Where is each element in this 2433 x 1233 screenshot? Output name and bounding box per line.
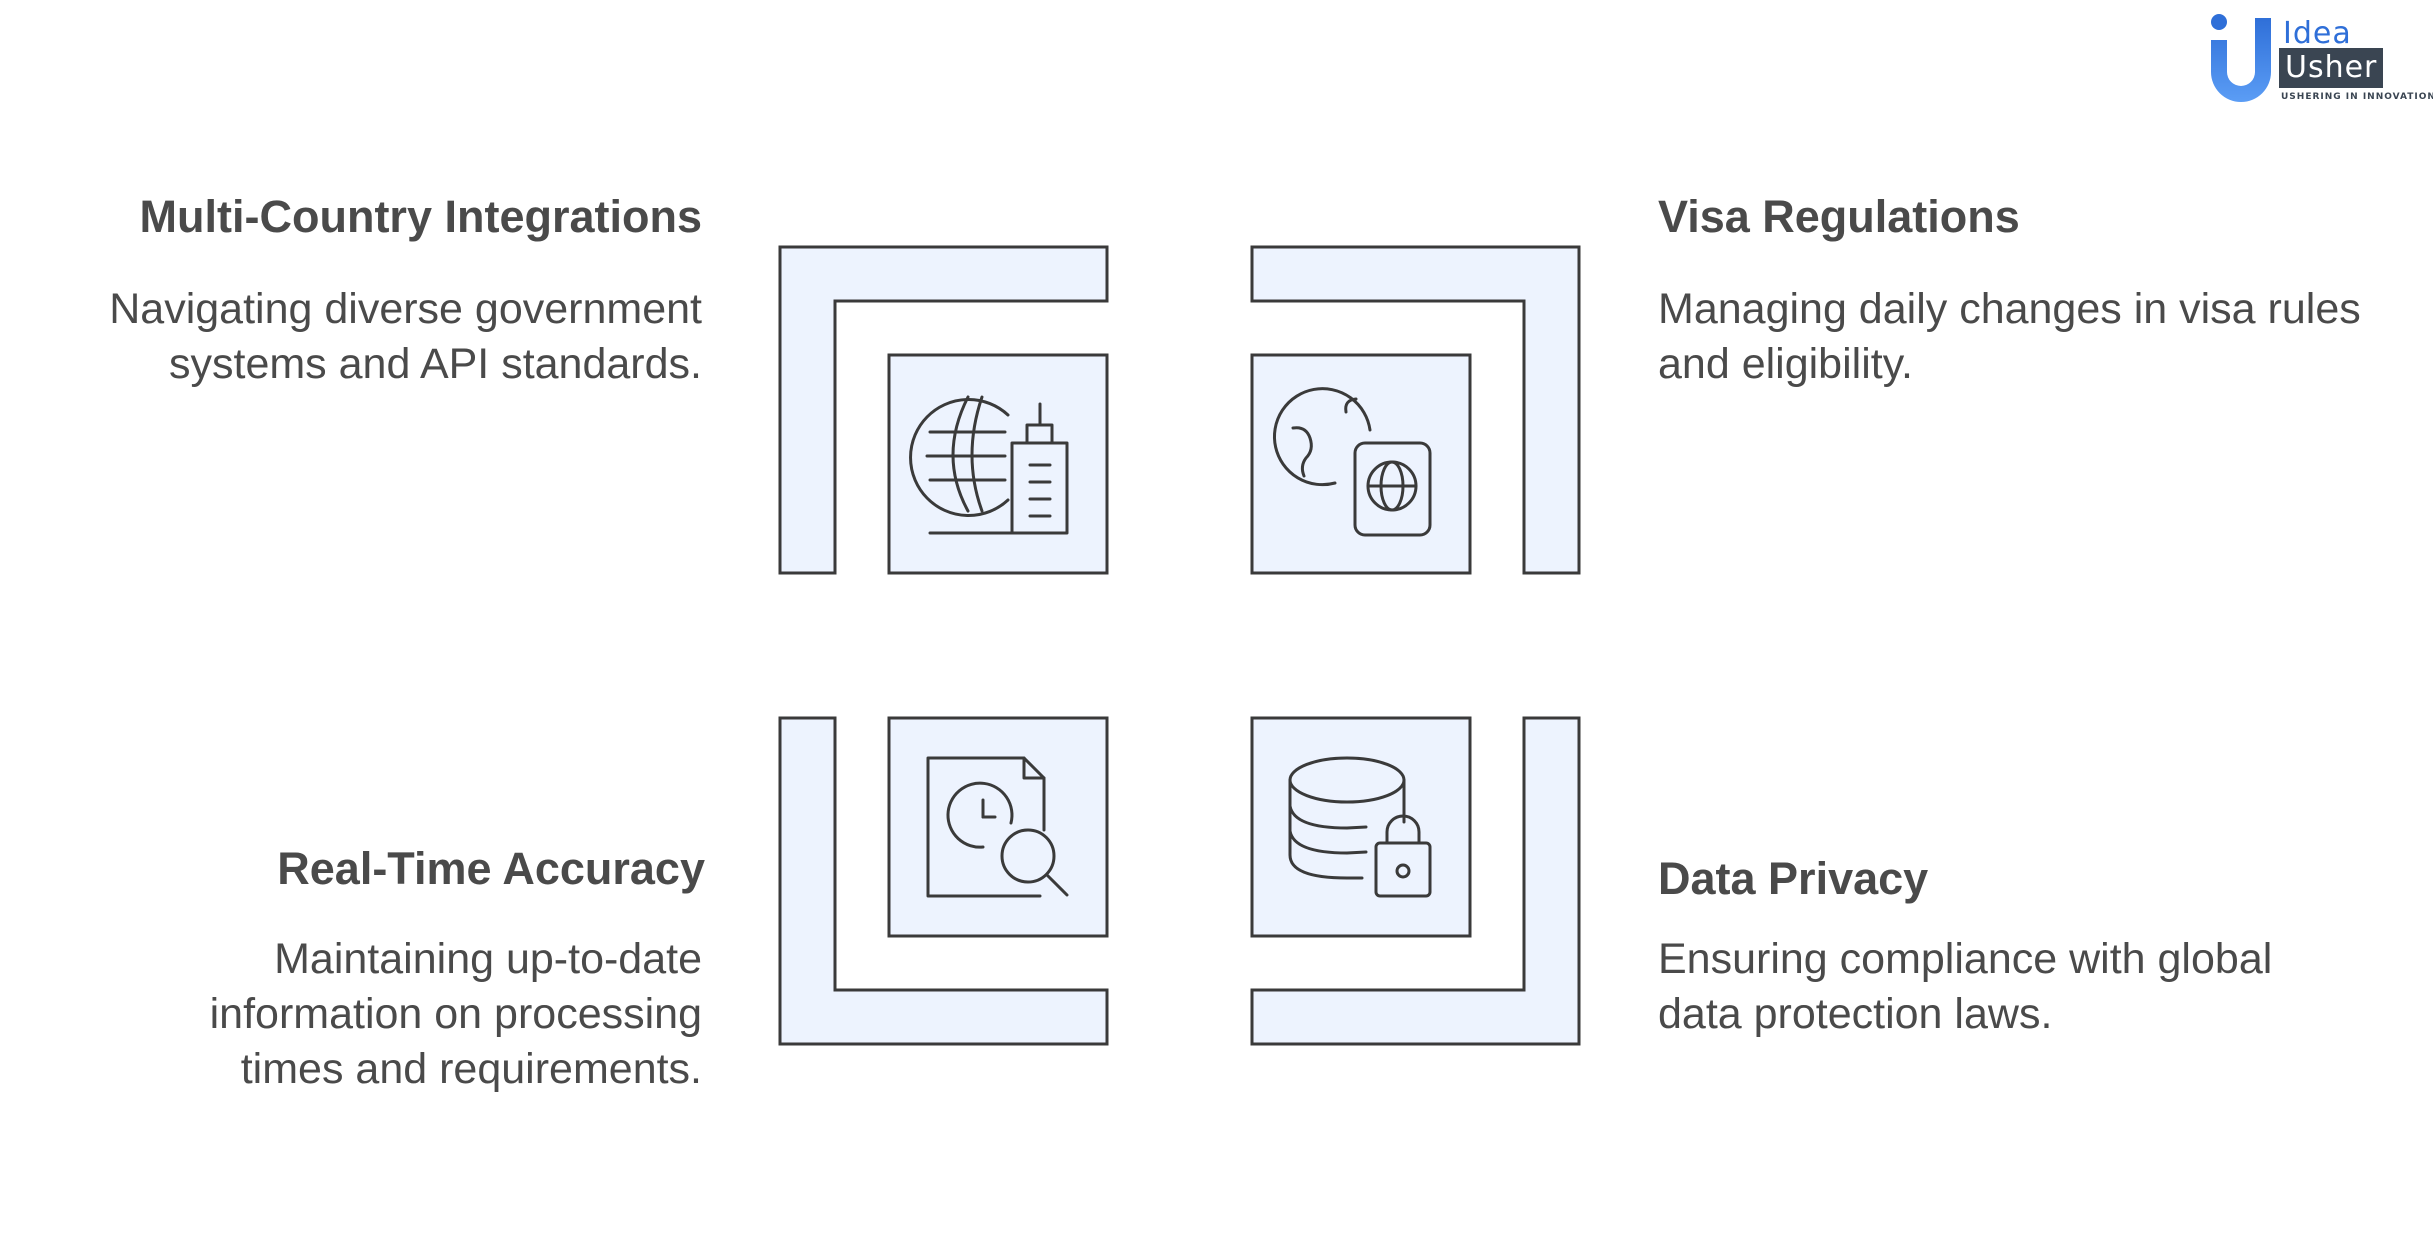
icon-box-top-right <box>1250 353 1472 575</box>
icon-box-top-left <box>887 353 1109 575</box>
logo-idea-text: Idea <box>2283 16 2352 51</box>
title-visa-regulations: Visa Regulations <box>1658 191 2020 242</box>
description-multi-country-integrations: Navigating diverse government systems an… <box>109 285 702 388</box>
title-data-privacy: Data Privacy <box>1658 853 1929 904</box>
title-real-time-accuracy: Real-Time Accuracy <box>277 843 705 894</box>
logo-u-mark-icon <box>2211 14 2271 102</box>
icon-box-bottom-left <box>887 716 1109 938</box>
database-lock-icon <box>1288 756 1432 898</box>
logo-usher-text: Usher <box>2279 48 2384 88</box>
description-real-time-accuracy: Maintaining up-to-date information on pr… <box>209 935 702 1093</box>
logo-tagline: USHERING IN INNOVATION <box>2281 92 2433 102</box>
globe-building-icon <box>909 395 1069 535</box>
bracket-bottom-left <box>778 716 1109 1046</box>
idea-usher-logo: Idea Usher USHERING IN INNOVATION <box>2205 12 2433 102</box>
description-data-privacy: Ensuring compliance with global data pro… <box>1658 935 2273 1038</box>
description-visa-regulations: Managing daily changes in visa rules and… <box>1658 285 2361 388</box>
bracket-top-right <box>1250 245 1581 575</box>
document-clock-search-icon <box>926 756 1069 898</box>
bracket-bottom-right <box>1250 716 1581 1046</box>
globe-passport-icon <box>1273 387 1432 537</box>
bracket-top-left <box>778 245 1109 575</box>
title-multi-country-integrations: Multi-Country Integrations <box>139 191 702 242</box>
